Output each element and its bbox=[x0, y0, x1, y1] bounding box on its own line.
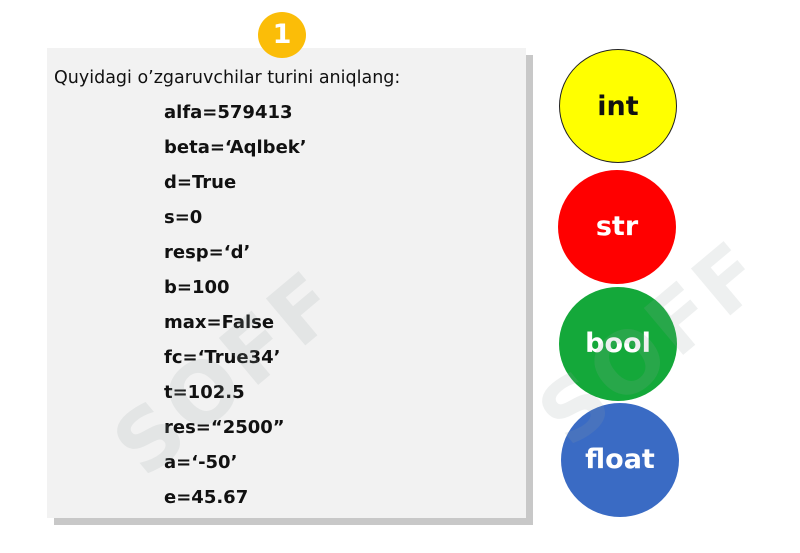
variable-item: beta=‘Aqlbek’ bbox=[164, 137, 307, 158]
variable-item: s=0 bbox=[164, 207, 203, 228]
type-bool-circle[interactable]: bool bbox=[559, 287, 677, 401]
variable-item: max=False bbox=[164, 312, 275, 333]
question-card bbox=[47, 48, 526, 518]
variable-item: d=True bbox=[164, 172, 237, 193]
variable-list: alfa=579413 beta=‘Aqlbek’ d=True s=0 res… bbox=[164, 102, 307, 522]
variable-item: resp=‘d’ bbox=[164, 242, 251, 263]
variable-item: e=45.67 bbox=[164, 487, 249, 508]
task-number-badge: 1 bbox=[258, 12, 306, 58]
type-str-circle[interactable]: str bbox=[558, 170, 676, 284]
type-float-circle[interactable]: float bbox=[561, 403, 679, 517]
type-int-circle[interactable]: int bbox=[559, 49, 677, 163]
variable-item: a=‘-50’ bbox=[164, 452, 238, 473]
variable-item: b=100 bbox=[164, 277, 230, 298]
variable-item: res=“2500” bbox=[164, 417, 285, 438]
variable-item: alfa=579413 bbox=[164, 102, 293, 123]
instruction-text: Quyidagi o’zgaruvchilar turini aniqlang: bbox=[54, 68, 401, 88]
variable-item: t=102.5 bbox=[164, 382, 245, 403]
variable-item: fc=‘True34’ bbox=[164, 347, 281, 368]
